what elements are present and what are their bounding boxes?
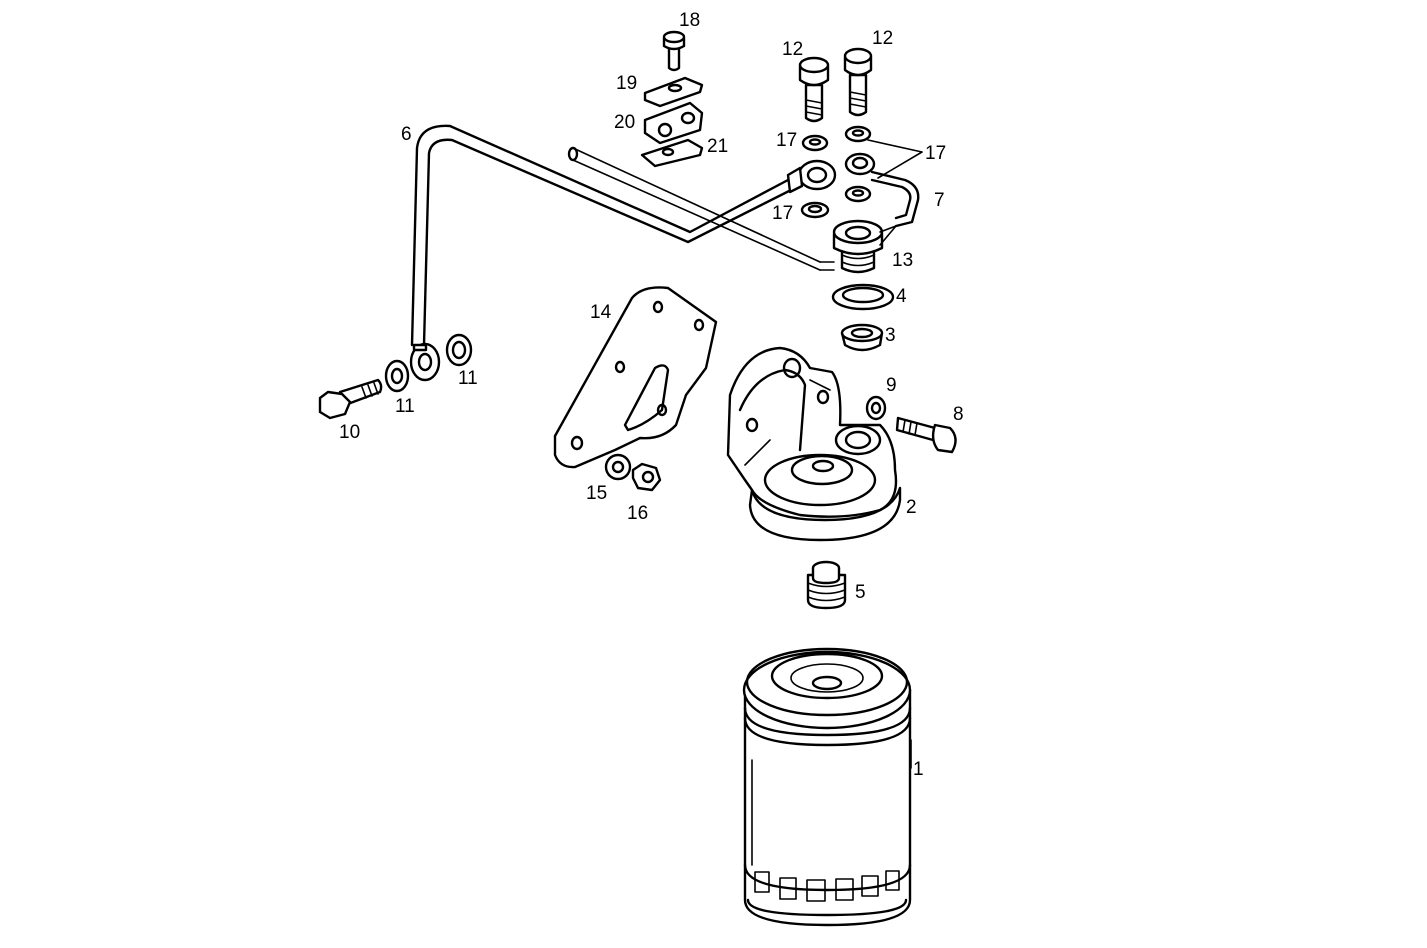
callout-1: 1: [913, 759, 924, 780]
part-12-bolt-right: [843, 47, 873, 117]
callout-12-right: 12: [872, 28, 894, 49]
callout-20: 20: [614, 112, 636, 133]
callout-16: 16: [627, 503, 649, 524]
callout-17-lower-left: 17: [772, 203, 794, 224]
part-4-washer: [831, 283, 895, 311]
part-18-screw: [662, 30, 686, 72]
callout-4: 4: [896, 286, 907, 307]
part-17-washers: [800, 125, 872, 219]
part-2-filter-head: [726, 346, 902, 542]
callout-2: 2: [906, 497, 917, 518]
part-14-bracket-plate: [553, 286, 718, 469]
callout-17-right: 17: [925, 143, 947, 164]
part-11-washers: [384, 333, 473, 393]
callout-11-left: 11: [395, 396, 415, 417]
part-3-seal: [840, 323, 884, 352]
callout-19: 19: [616, 73, 638, 94]
callout-21: 21: [707, 136, 729, 157]
part-15-washer: [604, 453, 632, 481]
callout-13: 13: [892, 250, 914, 271]
callout-11-right: 11: [458, 368, 478, 389]
part-1-oil-filter: [742, 647, 912, 927]
part-21-clamp-bottom: [640, 138, 704, 168]
callout-18: 18: [679, 10, 701, 31]
part-10-bolt: [318, 378, 383, 420]
part-8-bolt: [895, 416, 957, 454]
callout-9: 9: [886, 375, 897, 396]
callout-17-upper-left: 17: [776, 130, 798, 151]
part-12-bolt-left: [798, 56, 830, 123]
callout-12-left: 12: [782, 39, 804, 60]
callout-5: 5: [855, 582, 866, 603]
leader-lines: [867, 139, 923, 769]
part-13-hex-plug: [832, 219, 884, 274]
callout-14: 14: [590, 302, 612, 323]
part-20-clamp-block: [643, 101, 704, 145]
part-6-pipe: [409, 124, 897, 382]
callout-7: 7: [934, 190, 945, 211]
part-9-washer: [865, 395, 887, 421]
part-19-clamp-top: [643, 76, 704, 108]
part-7-pipe: [844, 152, 920, 228]
part-16-nut: [631, 462, 662, 492]
part-5-threaded-nipple: [806, 560, 847, 610]
callout-15: 15: [586, 483, 608, 504]
callout-10: 10: [339, 422, 361, 443]
callout-8: 8: [953, 404, 964, 425]
callout-6: 6: [401, 124, 412, 145]
callout-3: 3: [885, 325, 896, 346]
